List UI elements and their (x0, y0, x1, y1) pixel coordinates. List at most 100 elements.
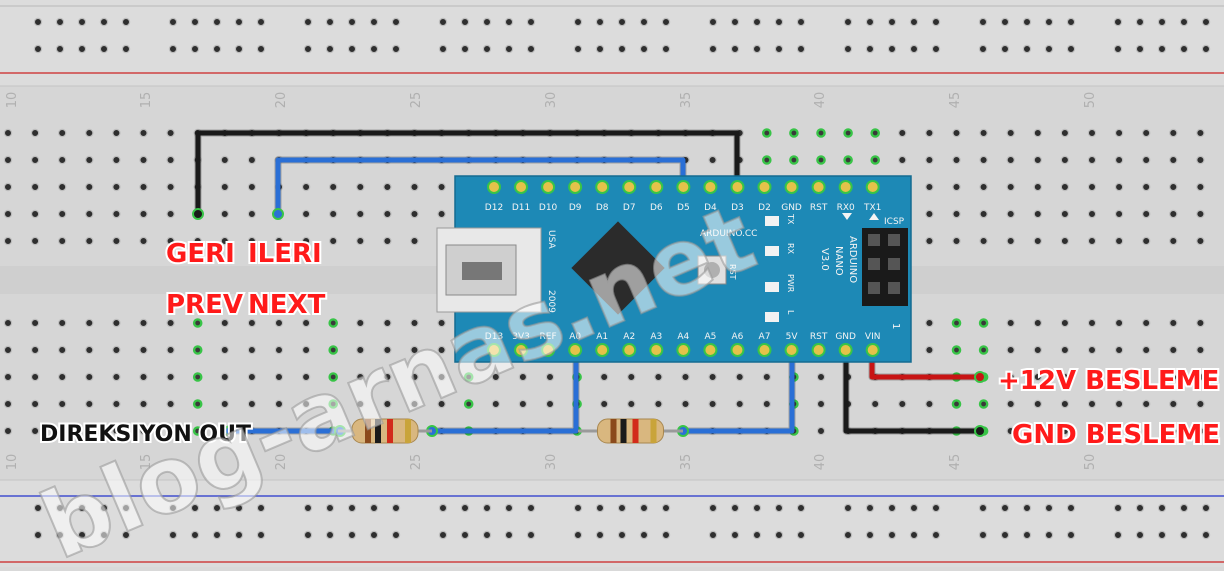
rail-hole (77, 17, 87, 27)
rail-hole (1066, 44, 1076, 54)
breadboard-hole (1114, 399, 1124, 409)
rail-hole (1000, 503, 1010, 513)
nano-bottom-pin-label: GND (835, 332, 856, 342)
breadboard-hole (112, 128, 121, 138)
breadboard-hole (112, 345, 121, 355)
breadboard-hole (1033, 318, 1043, 328)
led-l-label: L (786, 310, 795, 315)
breadboard-hole (491, 399, 500, 409)
rail-hole (887, 503, 897, 513)
rail-hole (460, 17, 470, 27)
rail-hole (774, 530, 784, 540)
rail-hole (595, 503, 605, 513)
breadboard-hole (85, 345, 94, 355)
rail-hole (978, 503, 988, 513)
nano-top-pin-label: D6 (650, 203, 663, 213)
breadboard-hole (951, 399, 962, 409)
breadboard-hole (220, 399, 229, 409)
breadboard-hole (30, 182, 40, 192)
breadboard-hole (979, 128, 988, 138)
rail-hole (1066, 530, 1076, 540)
breadboard-hole (708, 372, 717, 382)
rail-hole (617, 44, 627, 54)
top-power-rail (0, 0, 1224, 86)
breadboard-hole (85, 209, 94, 219)
rail-hole (55, 44, 65, 54)
breadboard-hole (192, 345, 203, 355)
column-number: 35 (679, 454, 694, 471)
status-led (765, 282, 779, 292)
nano-top-pin (622, 180, 637, 194)
breadboard-hole (247, 345, 257, 355)
rail-hole (752, 44, 762, 54)
rail-hole (303, 44, 313, 54)
breadboard-hole (816, 372, 826, 382)
breadboard-hole (1169, 209, 1178, 219)
rail-hole (1000, 530, 1010, 540)
column-number: 10 (5, 454, 20, 471)
breadboard-hole (247, 372, 257, 382)
breadboard-hole (139, 155, 148, 165)
breadboard-hole (708, 399, 717, 409)
nano-top-pin-label: D4 (704, 203, 717, 213)
label-next: NEXT (248, 290, 326, 320)
icsp-pin (868, 282, 880, 294)
breadboard-hole (85, 372, 94, 382)
rail-hole (573, 503, 583, 513)
rail-hole (347, 44, 357, 54)
breadboard-hole (627, 399, 636, 409)
breadboard-hole (762, 372, 772, 382)
breadboard-hole (247, 209, 257, 219)
breadboard-hole (139, 182, 148, 192)
breadboard-hole (1169, 426, 1178, 436)
rail-hole (77, 44, 87, 54)
breadboard-hole (166, 236, 175, 246)
breadboard-hole (301, 318, 311, 328)
breadboard-hole (1060, 155, 1070, 165)
rail-hole (639, 17, 649, 27)
breadboard-hole (1169, 182, 1178, 192)
rail-hole (391, 503, 401, 513)
breadboard-hole (30, 155, 40, 165)
rail-hole (121, 530, 131, 540)
nano-bottom-pin (487, 343, 501, 357)
rail-hole (369, 530, 379, 540)
breadboard-hole (58, 182, 67, 192)
breadboard-hole (383, 318, 392, 328)
model-label-2: NANO (833, 246, 844, 276)
breadboard-hole (1006, 128, 1015, 138)
nano-bottom-pin (568, 343, 583, 357)
nano-bottom-pin-label: A5 (704, 332, 716, 342)
breadboard-hole (58, 372, 67, 382)
resistor-2 (597, 418, 664, 444)
breadboard-hole (925, 236, 934, 246)
blue-wire-to-a0 (429, 347, 579, 434)
rail-hole (1157, 44, 1167, 54)
rail-hole (796, 530, 806, 540)
rail-hole (1135, 530, 1145, 540)
rail-hole (1066, 17, 1076, 27)
reset-button-cap (704, 262, 720, 278)
nano-bottom-pin-label: RST (810, 332, 828, 342)
breadboard-hole (735, 372, 744, 382)
column-number: 50 (1083, 454, 1098, 471)
breadboard-hole (1169, 399, 1178, 409)
rail-hole (391, 530, 401, 540)
rail-hole (168, 503, 178, 513)
rail-hole (1113, 44, 1123, 54)
breadboard-hole (58, 345, 67, 355)
rail-hole (752, 503, 762, 513)
breadboard-hole (518, 372, 528, 382)
nano-top-pin (838, 180, 853, 194)
column-number: 15 (139, 92, 154, 109)
rail-hole (931, 503, 941, 513)
breadboard-hole (1196, 345, 1205, 355)
breadboard-hole (383, 236, 392, 246)
breadboard-hole (1006, 372, 1015, 382)
column-number: 45 (948, 92, 963, 109)
resistor-1-band (405, 419, 411, 443)
breadboard-hole (58, 236, 67, 246)
breadboard-hole (410, 372, 419, 382)
breadboard-hole (1006, 318, 1015, 328)
